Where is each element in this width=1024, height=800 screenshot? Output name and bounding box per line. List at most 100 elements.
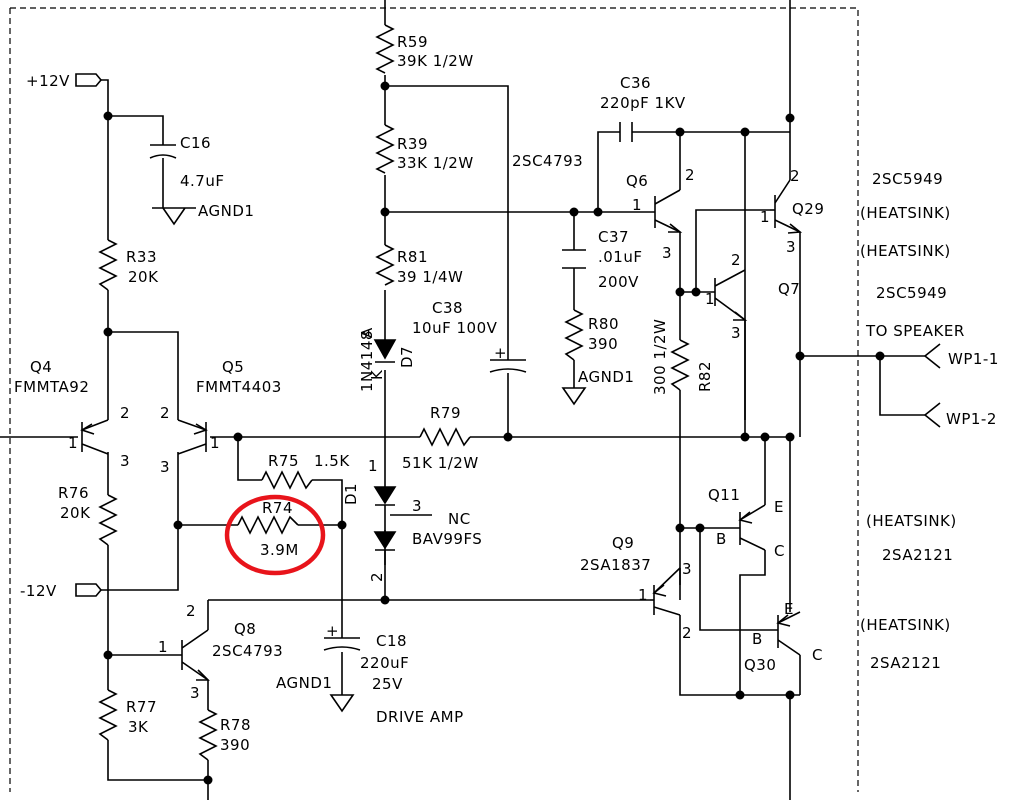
- pin-label: 1: [638, 586, 648, 604]
- vneg-label: -12V: [20, 582, 57, 600]
- r39-value: 33K 1/2W: [397, 154, 474, 172]
- q11-part: 2SA2121: [882, 546, 953, 564]
- pin-label: 3: [160, 458, 170, 476]
- r59-value: 39K 1/2W: [397, 52, 474, 70]
- q5-symbol: [177, 419, 208, 455]
- pin-label: 2: [160, 404, 170, 422]
- q6-part: 2SC4793: [512, 152, 583, 170]
- gnd-label-c18: AGND1: [276, 674, 332, 692]
- r82-ref: R82: [696, 361, 714, 392]
- r82-value: 300 1/2W: [651, 319, 669, 395]
- pin-label: 3: [731, 324, 741, 342]
- pin-label: 1: [210, 434, 220, 452]
- r74-value: 3.9M: [260, 541, 299, 559]
- r79-value: 51K 1/2W: [402, 454, 479, 472]
- q4-part: FMMTA92: [14, 378, 89, 396]
- q7-ref: Q7: [778, 280, 800, 298]
- diodes: [373, 339, 397, 565]
- q7-part: 2SC5949: [876, 284, 947, 302]
- svg-text:+: +: [326, 622, 339, 640]
- c37-voltage: 200V: [598, 273, 639, 291]
- r39-ref: R39: [397, 135, 428, 153]
- wp1-2-connector: [924, 402, 941, 428]
- pin-label: 2: [120, 404, 130, 422]
- r59-symbol: [375, 24, 395, 74]
- r79-ref: R79: [430, 404, 461, 422]
- c16-ref: C16: [180, 134, 211, 152]
- c36-ref: C36: [620, 74, 651, 92]
- d7-part: 1N4148: [358, 330, 376, 392]
- pin-label: 2: [731, 251, 741, 269]
- pin-label: 1: [705, 290, 715, 308]
- resistors: [98, 24, 690, 761]
- pin-label: C: [812, 646, 823, 664]
- c36-value: 220pF 1KV: [600, 94, 686, 112]
- pin-label: 2: [685, 166, 695, 184]
- connectors: [75, 73, 941, 597]
- gnd-label-c16: AGND1: [198, 202, 254, 220]
- heatsink-label-1: (HEATSINK): [860, 204, 951, 222]
- q29-symbol: [770, 179, 803, 234]
- block-title: DRIVE AMP: [376, 708, 464, 726]
- r74-highlight-circle: [224, 494, 326, 576]
- r78-ref: R78: [220, 716, 251, 734]
- r81-symbol: [375, 244, 395, 286]
- r76-symbol: [98, 494, 118, 546]
- q30-ref: Q30: [744, 656, 776, 674]
- d1-pin2: 2: [368, 572, 386, 582]
- pin-label: 3: [120, 452, 130, 470]
- d7-anode: A: [358, 327, 376, 338]
- c37-ref: C37: [598, 228, 629, 246]
- r77-value: 3K: [128, 718, 149, 736]
- q8-symbol: [181, 629, 210, 681]
- r76-ref: R76: [58, 484, 89, 502]
- q11-symbol: [738, 504, 766, 551]
- labels: +12V -12V R59 39K 1/2W R39 33K 1/2W R81 …: [14, 33, 999, 754]
- r76-value: 20K: [60, 504, 91, 522]
- pin-label: B: [716, 530, 727, 548]
- c18-value: 220uF: [360, 654, 409, 672]
- q4-symbol: [80, 419, 109, 455]
- r77-symbol: [98, 689, 118, 741]
- heatsink-label-2: (HEATSINK): [860, 242, 951, 260]
- q9-symbol: [650, 567, 681, 616]
- q8-part: 2SC4793: [212, 642, 283, 660]
- d1-pin1: 1: [368, 457, 378, 475]
- pin-label: 1: [760, 208, 770, 226]
- q8-ref: Q8: [234, 620, 256, 638]
- c38-value: 10uF 100V: [412, 319, 498, 337]
- q30-symbol: [776, 611, 801, 656]
- r77-ref: R77: [126, 698, 157, 716]
- q4-ref: Q4: [30, 358, 52, 376]
- pin-label: C: [774, 542, 785, 560]
- d7-cathode: K: [368, 369, 386, 380]
- r75-symbol: [261, 470, 313, 490]
- q5-part: FMMT4403: [196, 378, 282, 396]
- r81-ref: R81: [397, 248, 428, 266]
- vneg-connector: [75, 583, 103, 597]
- r79-symbol: [419, 427, 471, 447]
- junctions: [103, 81, 885, 785]
- heatsink-label-3: (HEATSINK): [866, 512, 957, 530]
- c16-symbol: [149, 144, 177, 170]
- r81-value: 39 1/4W: [397, 268, 463, 286]
- wp1-1-label: WP1-1: [948, 350, 999, 368]
- capacitors: + +: [149, 122, 633, 651]
- ground-symbols: [152, 207, 587, 713]
- r33-value: 20K: [128, 268, 159, 286]
- r78-symbol: [198, 709, 218, 761]
- r75-value: 1.5K: [314, 452, 350, 470]
- q11-ref: Q11: [708, 486, 740, 504]
- c38-ref: C38: [432, 299, 463, 317]
- r74-ref: R74: [262, 499, 293, 517]
- c18-voltage: 25V: [372, 675, 403, 693]
- q9-part: 2SA1837: [580, 556, 651, 574]
- q29-part: 2SC5949: [872, 170, 943, 188]
- heatsink-label-4: (HEATSINK): [860, 616, 951, 634]
- c37-symbol: [562, 249, 586, 269]
- pin-label: 3: [786, 238, 796, 256]
- r39-symbol: [375, 124, 395, 174]
- d1-nc: NC: [448, 510, 471, 528]
- pin-label: 1: [158, 638, 168, 656]
- r78-value: 390: [220, 736, 250, 754]
